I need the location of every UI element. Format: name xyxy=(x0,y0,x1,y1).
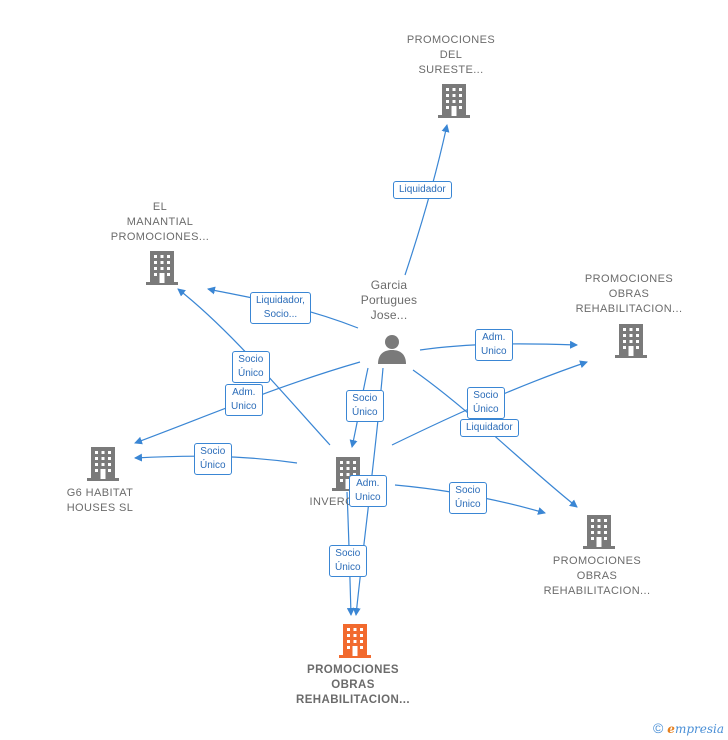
edge-label-liquidador-socio[interactable]: Liquidador, Socio... xyxy=(250,292,311,324)
building-icon[interactable] xyxy=(615,324,647,358)
edge-label-socio-unico[interactable]: Socio Único xyxy=(329,545,367,577)
node-label-sureste[interactable]: PROMOCIONES DEL SURESTE... xyxy=(406,34,496,76)
person-icon[interactable] xyxy=(376,334,408,364)
node-label-person[interactable]: Garcia Portugues Jose... xyxy=(360,278,418,322)
building-icon[interactable] xyxy=(583,515,615,549)
brand-logo-e: e xyxy=(667,722,675,736)
node-label-obras-br[interactable]: PROMOCIONES OBRAS REHABILITACION... xyxy=(543,555,651,597)
building-icon-focus[interactable] xyxy=(339,624,371,658)
node-label-g6[interactable]: G6 HABITAT HOUSES SL xyxy=(66,487,134,514)
edge-label-socio-unico[interactable]: Socio Único xyxy=(232,351,270,383)
node-label-obras-top[interactable]: PROMOCIONES OBRAS REHABILITACION... xyxy=(575,273,683,315)
building-icon[interactable] xyxy=(332,457,364,491)
brand-logo-text: mpresia xyxy=(674,722,724,736)
edge-label-adm-unico[interactable]: Adm. Unico xyxy=(225,384,263,416)
brand-logo[interactable]: ©empresia xyxy=(653,720,724,736)
edge-label-liquidador[interactable]: Liquidador xyxy=(460,419,519,437)
building-icon[interactable] xyxy=(438,84,470,118)
copyright-icon: © xyxy=(652,720,664,736)
edge-person-obras-br xyxy=(412,369,578,508)
edge-label-liquidador[interactable]: Liquidador xyxy=(393,181,452,199)
edge-label-socio-unico[interactable]: Socio Único xyxy=(467,387,505,419)
node-label-focus[interactable]: PROMOCIONES OBRAS REHABILITACION... xyxy=(296,664,410,706)
building-icon[interactable] xyxy=(146,251,178,285)
edge-label-socio-unico[interactable]: Socio Único xyxy=(194,443,232,475)
edge-label-adm-unico[interactable]: Adm. Unico xyxy=(349,475,387,507)
edge-person-sureste xyxy=(404,124,450,276)
edge-label-adm-unico[interactable]: Adm. Unico xyxy=(475,329,513,361)
edge-label-socio-unico[interactable]: Socio Único xyxy=(449,482,487,514)
node-label-manantial[interactable]: EL MANANTIAL PROMOCIONES... xyxy=(110,201,210,243)
edge-label-socio-unico[interactable]: Socio Único xyxy=(346,390,384,422)
building-icon[interactable] xyxy=(87,447,119,481)
